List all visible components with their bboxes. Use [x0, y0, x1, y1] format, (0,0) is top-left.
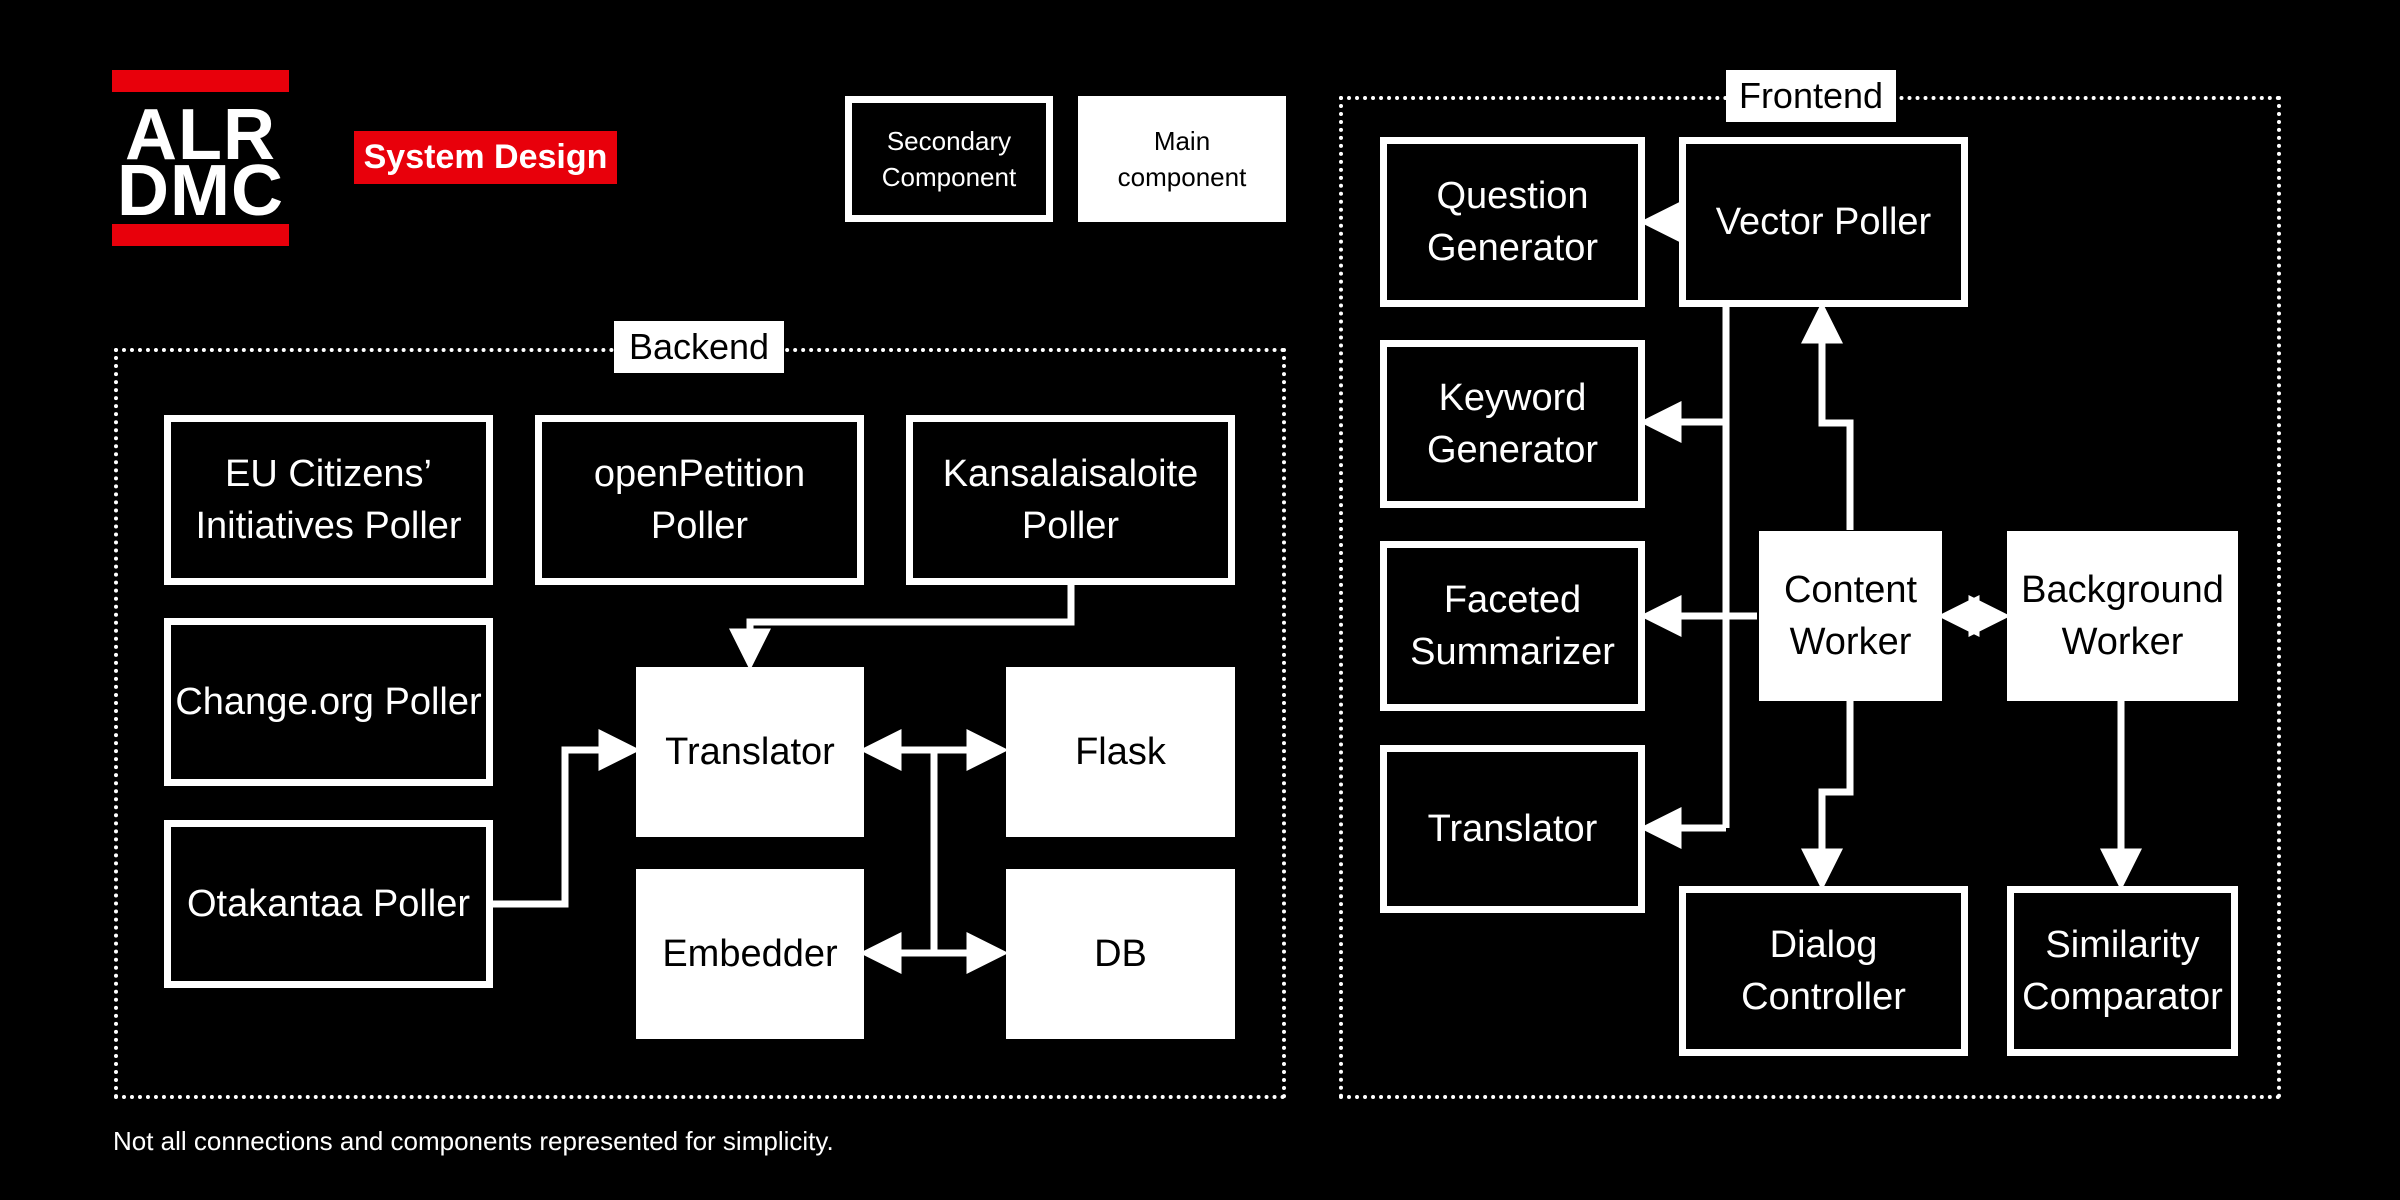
eu-citizens-initiatives-poller: EU Citizens’ Initiatives Poller	[164, 415, 493, 585]
embedder: Embedder	[636, 869, 864, 1039]
faceted-summarizer: Faceted Summarizer	[1380, 541, 1645, 711]
backend-translator: Translator	[636, 667, 864, 837]
openpetition-poller: openPetition Poller	[535, 415, 864, 585]
logo-top-bar	[112, 70, 289, 92]
footnote: Not all connections and components repre…	[113, 1126, 834, 1156]
db: DB	[1006, 869, 1235, 1039]
similarity-comparator: Similarity Comparator	[2007, 886, 2238, 1056]
kansalaisaloite-to-translator-arrow	[729, 578, 1075, 671]
vector-poller: Vector Poller	[1679, 137, 1968, 307]
changeorg-poller: Change.org Poller	[164, 618, 493, 786]
otakantaa-poller: Otakantaa Poller	[164, 820, 493, 988]
content-worker-to-vector-poller-arrow	[1801, 301, 1854, 530]
logo-line-2: DMC	[117, 151, 284, 231]
otakantaa-to-translator-arrow	[490, 729, 641, 908]
keyword-generator: Keyword Generator	[1380, 340, 1645, 508]
legend-main-component: Main component	[1078, 96, 1286, 222]
kansalaisaloite-poller: Kansalaisaloite Poller	[906, 415, 1235, 585]
backend-label: Backend	[614, 321, 784, 373]
legend-secondary-component: Secondary Component	[845, 96, 1053, 222]
content-worker: Content Worker	[1759, 531, 1942, 701]
logo-bottom-bar	[112, 224, 289, 246]
logo-line-1: ALR	[125, 95, 276, 175]
frontend-label: Frontend	[1726, 70, 1896, 122]
flask: Flask	[1006, 667, 1235, 837]
question-generator: Question Generator	[1380, 137, 1645, 307]
page-title: System Design	[354, 131, 617, 184]
background-worker: Background Worker	[2007, 531, 2238, 701]
frontend-translator: Translator	[1380, 745, 1645, 913]
content-worker-to-dialog-controller-arrow	[1801, 700, 1854, 891]
dialog-controller: Dialog Controller	[1679, 886, 1968, 1056]
